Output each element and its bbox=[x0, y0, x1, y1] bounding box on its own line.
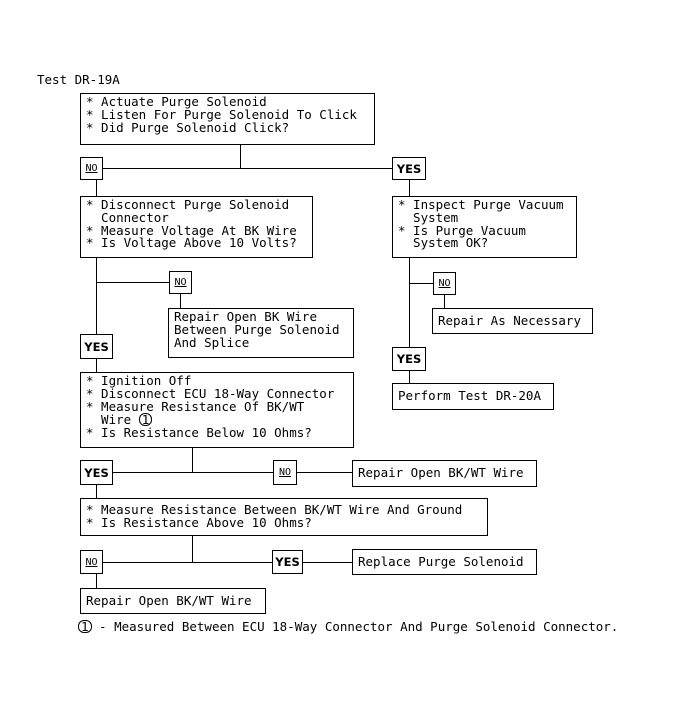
connector-line bbox=[296, 472, 352, 473]
yes-label: YES bbox=[392, 347, 426, 371]
step-perform-test-dr-20a: Perform Test DR-20A bbox=[392, 383, 554, 410]
step-actuate-purge-solenoid: * Actuate Purge Solenoid * Listen For Pu… bbox=[80, 93, 375, 145]
connector-line bbox=[102, 168, 392, 169]
connector-line bbox=[302, 562, 352, 563]
connector-line bbox=[409, 258, 410, 347]
connector-line bbox=[96, 359, 97, 372]
yes-label: YES bbox=[80, 334, 113, 359]
connector-line bbox=[96, 574, 97, 588]
yes-label: YES bbox=[392, 157, 426, 180]
no-label: NO bbox=[80, 157, 103, 180]
no-label: NO bbox=[273, 460, 297, 485]
no-label: NO bbox=[80, 550, 103, 574]
footnote-ref-1: 1 bbox=[138, 413, 153, 427]
step-measure-resistance-ground: * Measure Resistance Between BK/WT Wire … bbox=[80, 498, 488, 536]
connector-line bbox=[192, 448, 193, 472]
connector-line bbox=[409, 371, 410, 383]
step-repair-as-necessary: Repair As Necessary bbox=[432, 308, 593, 334]
step-inspect-purge-vacuum: * Inspect Purge Vacuum System * Is Purge… bbox=[392, 196, 577, 258]
connector-line bbox=[102, 562, 272, 563]
connector-line bbox=[180, 293, 181, 308]
no-label: NO bbox=[169, 271, 192, 294]
step-repair-open-bk-wt-wire-2: Repair Open BK/WT Wire bbox=[80, 588, 266, 614]
step-disconnect-purge-solenoid: * Disconnect Purge Solenoid Connector * … bbox=[80, 196, 313, 258]
connector-line bbox=[96, 258, 97, 334]
footnote: 1 - Measured Between ECU 18-Way Connecto… bbox=[78, 620, 618, 634]
connector-line bbox=[409, 283, 433, 284]
connector-line bbox=[240, 145, 241, 168]
step-ignition-off: * Ignition Off * Disconnect ECU 18-Way C… bbox=[80, 372, 354, 448]
connector-line bbox=[96, 180, 97, 196]
connector-line bbox=[444, 294, 445, 308]
connector-line bbox=[96, 485, 97, 498]
no-label: NO bbox=[433, 272, 456, 295]
step-repair-open-bk-wire: Repair Open BK Wire Between Purge Soleno… bbox=[168, 308, 354, 358]
connector-line bbox=[112, 472, 274, 473]
page-title: Test DR-19A bbox=[37, 72, 120, 87]
step-replace-purge-solenoid: Replace Purge Solenoid bbox=[352, 549, 537, 575]
connector-line bbox=[96, 282, 169, 283]
connector-line bbox=[409, 180, 410, 196]
step-repair-open-bk-wt-wire: Repair Open BK/WT Wire bbox=[352, 460, 537, 487]
yes-label: YES bbox=[80, 460, 113, 485]
connector-line bbox=[192, 536, 193, 562]
footnote-ref-1: 1 bbox=[78, 620, 92, 633]
yes-label: YES bbox=[272, 550, 303, 574]
